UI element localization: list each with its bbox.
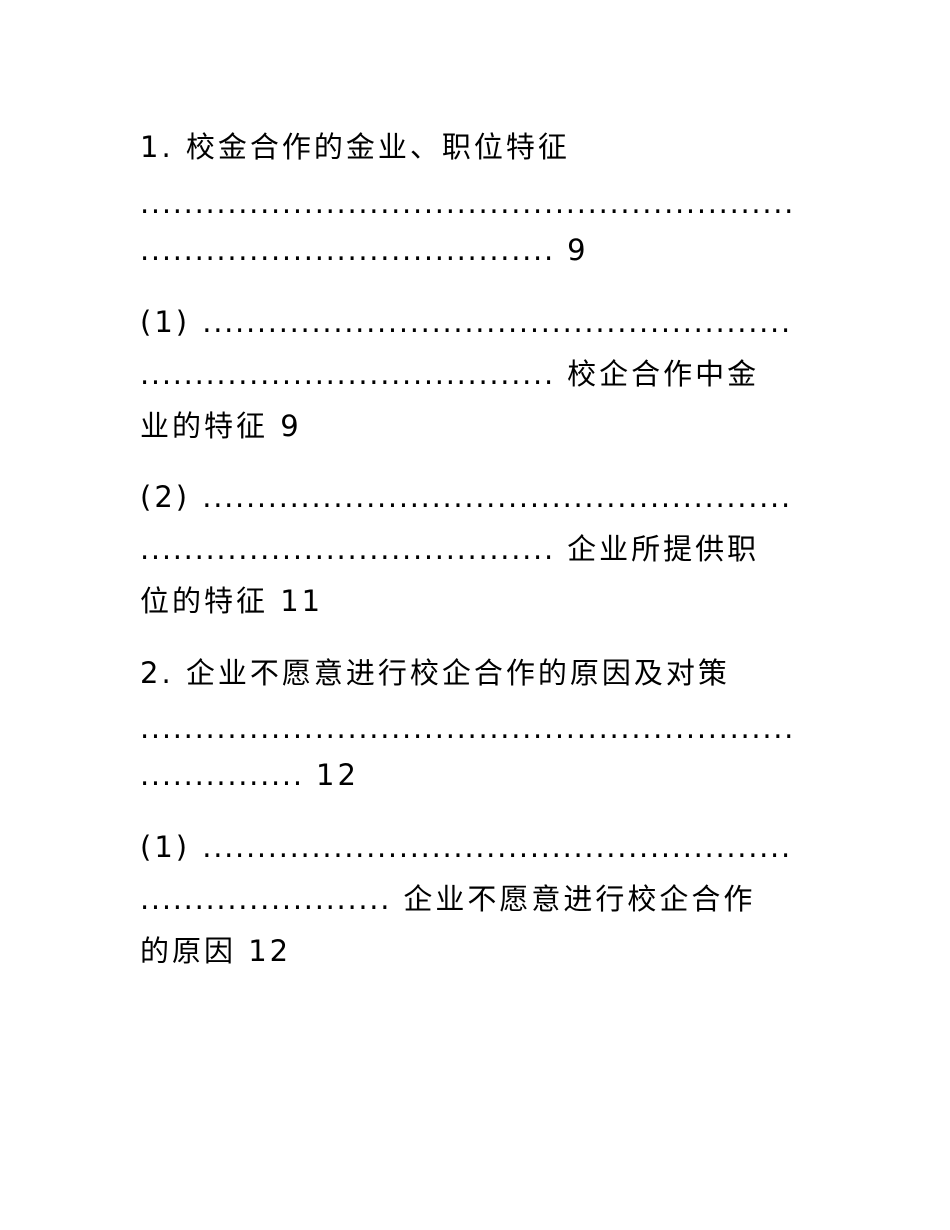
dot-leader: ........................................…	[140, 186, 796, 220]
entry-title: 1. 校金合作的金业、职位特征	[140, 130, 570, 164]
dot-leader: ........................................…	[202, 830, 792, 864]
dot-leader: .......................	[140, 882, 392, 916]
dot-leader: ......................................	[140, 532, 555, 566]
dot-leader: ........................................…	[202, 305, 792, 339]
page-number: 12	[303, 758, 359, 792]
dot-leader: ........................................…	[202, 480, 792, 514]
toc-line: ........................................…	[140, 708, 795, 748]
toc-line: 位的特征 11	[140, 581, 323, 621]
toc-line: (1) ....................................…	[140, 827, 792, 867]
entry-title: 企业所提供职	[554, 532, 760, 566]
entry-number: (1)	[140, 830, 203, 864]
entry-number: (2)	[140, 480, 203, 514]
toc-line: ...................................... 校…	[140, 354, 759, 394]
entry-number: (1)	[140, 305, 203, 339]
toc-line: ............... 12	[140, 755, 359, 795]
toc-line: (1) ....................................…	[140, 302, 792, 342]
toc-line: (2) ....................................…	[140, 477, 792, 517]
page-number: 9	[554, 233, 589, 267]
entry-title: 2. 企业不愿意进行校企合作的原因及对策	[140, 656, 730, 690]
dot-leader: ........................................…	[140, 711, 796, 745]
toc-line: ....................... 企业不愿意进行校企合作	[140, 879, 755, 919]
toc-line: ...................................... 企…	[140, 529, 759, 569]
toc-line: 的原因 12	[140, 931, 291, 971]
dot-leader: ......................................	[140, 233, 555, 267]
entry-title-page: 位的特征 11	[140, 584, 324, 618]
entry-title-page: 的原因 12	[140, 934, 292, 968]
entry-title-page: 业的特征 9	[140, 409, 302, 443]
entry-title: 校企合作中金	[554, 357, 760, 391]
toc-line: 2. 企业不愿意进行校企合作的原因及对策	[140, 653, 730, 693]
toc-line: 业的特征 9	[140, 406, 302, 446]
toc-line: ...................................... 9	[140, 230, 589, 270]
entry-title: 企业不愿意进行校企合作	[391, 882, 756, 916]
dot-leader: ...............	[140, 758, 304, 792]
toc-line: 1. 校金合作的金业、职位特征	[140, 127, 570, 167]
dot-leader: ......................................	[140, 357, 555, 391]
toc-line: ........................................…	[140, 183, 795, 223]
